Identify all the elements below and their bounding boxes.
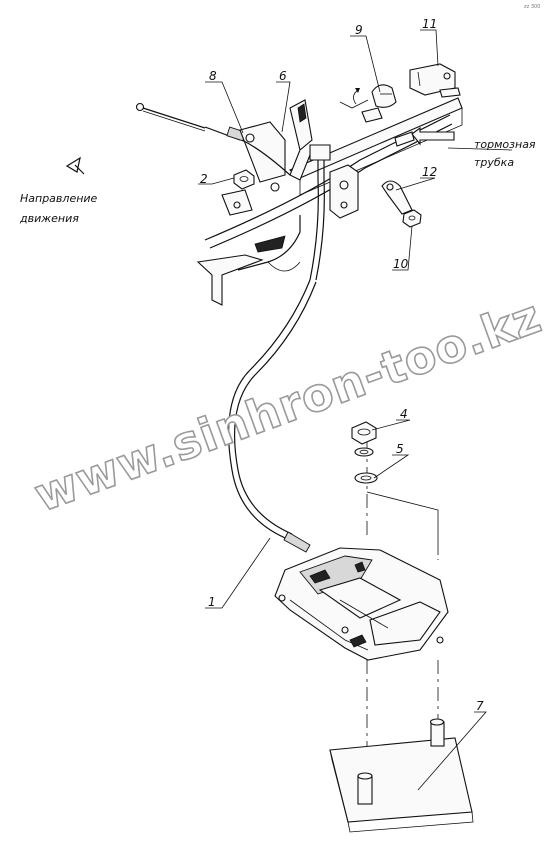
pivot-housing: [329, 164, 359, 219]
part-10-nut: [402, 209, 422, 228]
main-cable: [227, 279, 317, 553]
leader-lines: [198, 29, 513, 791]
callout-1: 1: [208, 595, 216, 609]
callout-10: 10: [393, 257, 409, 271]
direction-label-line-1: Направление: [20, 192, 98, 205]
direction-label: Направление движения: [19, 192, 98, 225]
actuator-unit: [274, 547, 449, 661]
callout-12: 12: [422, 165, 437, 179]
lower-support-plate: [196, 215, 301, 306]
upper-bracket-assembly: [65, 63, 463, 306]
callout-2: 2: [200, 172, 208, 186]
callout-5: 5: [396, 442, 404, 456]
part-12-link: [381, 180, 413, 215]
vertical-cable: [309, 144, 331, 281]
brake-tube-label-line-2: трубка: [474, 156, 514, 169]
direction-arrow: [65, 156, 85, 175]
part-7-base-plate: [329, 718, 474, 833]
callout-4: 4: [400, 407, 408, 421]
front-cable-end: [135, 102, 250, 143]
callout-11: 11: [422, 17, 437, 31]
brake-tube-label: тормозная трубка: [474, 138, 536, 169]
part-9-clamp: [339, 84, 397, 123]
part-4-nut: [351, 421, 377, 445]
part-2-nut: [233, 169, 255, 190]
callout-9: 9: [355, 23, 363, 37]
callout-6: 6: [279, 69, 287, 83]
corner-mark: zz 300: [524, 4, 540, 10]
part-11-bracket: [409, 63, 461, 98]
direction-label-line-2: движения: [19, 212, 79, 225]
part-5-washer: [354, 447, 378, 484]
brake-tube-stub: [394, 131, 415, 147]
watermark: www.sinhron-too.kz: [27, 289, 544, 523]
brake-tube-arrow: [411, 126, 455, 146]
part-6-lever: [289, 99, 313, 181]
assembly-centerlines: [366, 440, 439, 780]
callouts: 1 2 4 5 6 7 8 9 10 11 12: [200, 17, 484, 713]
part-8-bracket: [239, 121, 291, 183]
callout-7: 7: [476, 699, 484, 713]
brake-tube-label-line-1: тормозная: [474, 138, 536, 151]
callout-8: 8: [209, 69, 217, 83]
